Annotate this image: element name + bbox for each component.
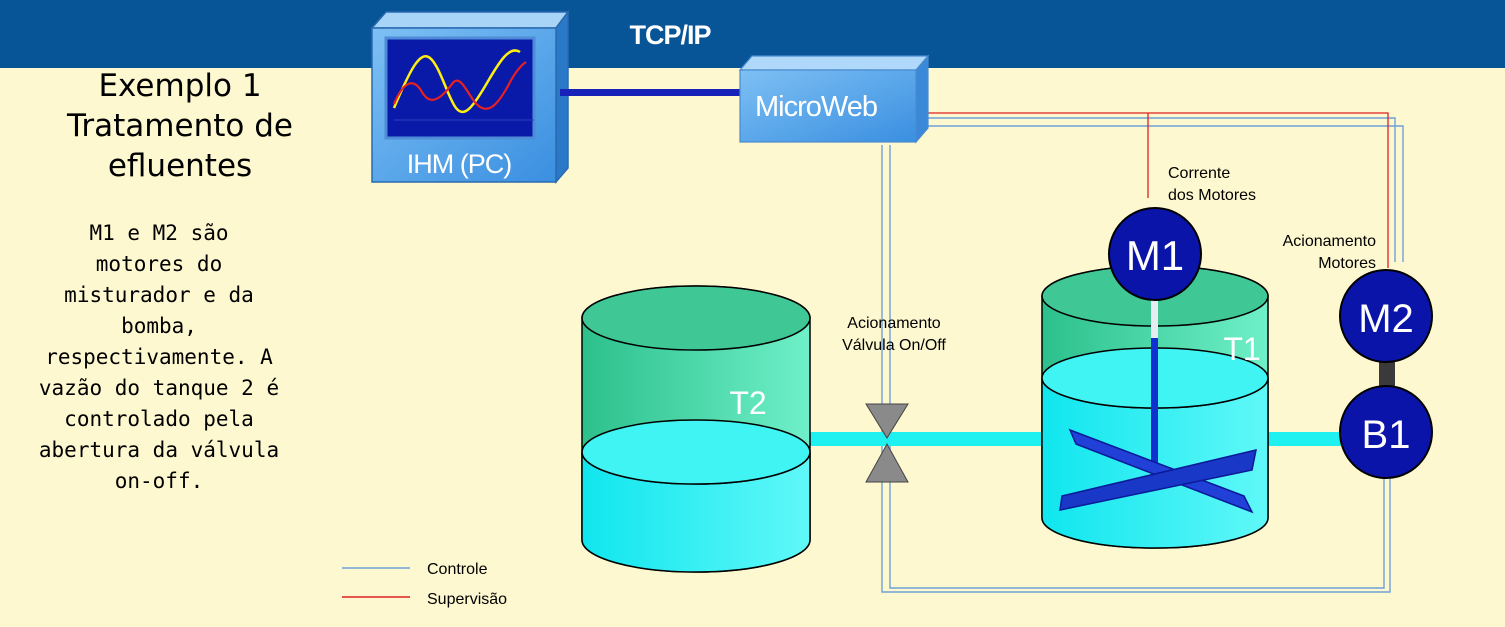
current-label-line1: Corrente bbox=[1168, 165, 1230, 182]
pipe bbox=[800, 432, 1050, 446]
mixer-shaft-upper bbox=[1151, 290, 1158, 338]
title-line: Exemplo 1 bbox=[98, 68, 262, 104]
tank-t2: T2 bbox=[581, 285, 811, 573]
legend: Controle Supervisão bbox=[342, 561, 507, 608]
hmi-label: IHM (PC) bbox=[407, 149, 511, 179]
valve bbox=[865, 403, 909, 483]
page-title: Exemplo 1 Tratamento de efluentes bbox=[40, 66, 320, 186]
valve-drive-label-line1: Acionamento bbox=[847, 315, 940, 332]
gateway-label: MicroWeb bbox=[755, 91, 877, 123]
legend-supervision-label: Supervisão bbox=[427, 591, 507, 608]
description-line: respectivamente. A bbox=[45, 345, 273, 369]
description-line: controlado pela bbox=[64, 407, 254, 431]
tank-t2-label: T2 bbox=[729, 385, 766, 421]
description-line: misturador e da bbox=[64, 283, 254, 307]
description-line: on-off. bbox=[114, 469, 204, 493]
title-line: efluentes bbox=[107, 148, 253, 184]
description-line: M1 e M2 são bbox=[89, 221, 229, 245]
description-line: motores do bbox=[95, 252, 223, 276]
motor-m2: M2 bbox=[1339, 269, 1433, 363]
pump-b1-label: B1 bbox=[1362, 413, 1411, 457]
description-line: vazão do tanque 2 é bbox=[38, 376, 280, 400]
legend-control-label: Controle bbox=[427, 561, 488, 578]
network-link bbox=[560, 89, 742, 96]
pipe bbox=[1262, 432, 1346, 446]
title-line: Tratamento de bbox=[67, 108, 293, 144]
microweb-gateway: MicroWeb bbox=[738, 54, 930, 144]
mixer-shaft bbox=[1151, 338, 1158, 472]
hmi-pc: IHM (PC) bbox=[370, 9, 570, 185]
pump-b1: B1 bbox=[1339, 385, 1433, 479]
motor-m1-label: M1 bbox=[1126, 232, 1184, 279]
motor-drive-label-line2: Motores bbox=[1318, 255, 1376, 272]
valve-drive-label-line2: Válvula On/Off bbox=[842, 337, 946, 354]
description-line: abertura da válvula bbox=[38, 438, 280, 462]
supervision-wiring bbox=[926, 112, 1389, 268]
current-label-line2: dos Motores bbox=[1168, 187, 1256, 204]
description-line: bomba, bbox=[121, 314, 197, 338]
motor-drive-label-line1: Acionamento bbox=[1283, 233, 1376, 250]
control-wiring bbox=[881, 117, 1404, 593]
description: M1 e M2 são motores do misturador e da b… bbox=[0, 218, 318, 497]
tank-t1-label: T1 bbox=[1223, 331, 1260, 367]
motor-m2-label: M2 bbox=[1358, 297, 1414, 341]
motor-m1: M1 bbox=[1108, 207, 1202, 301]
protocol-label: TCP/IP bbox=[629, 20, 711, 50]
mixer-blades bbox=[1059, 428, 1257, 514]
